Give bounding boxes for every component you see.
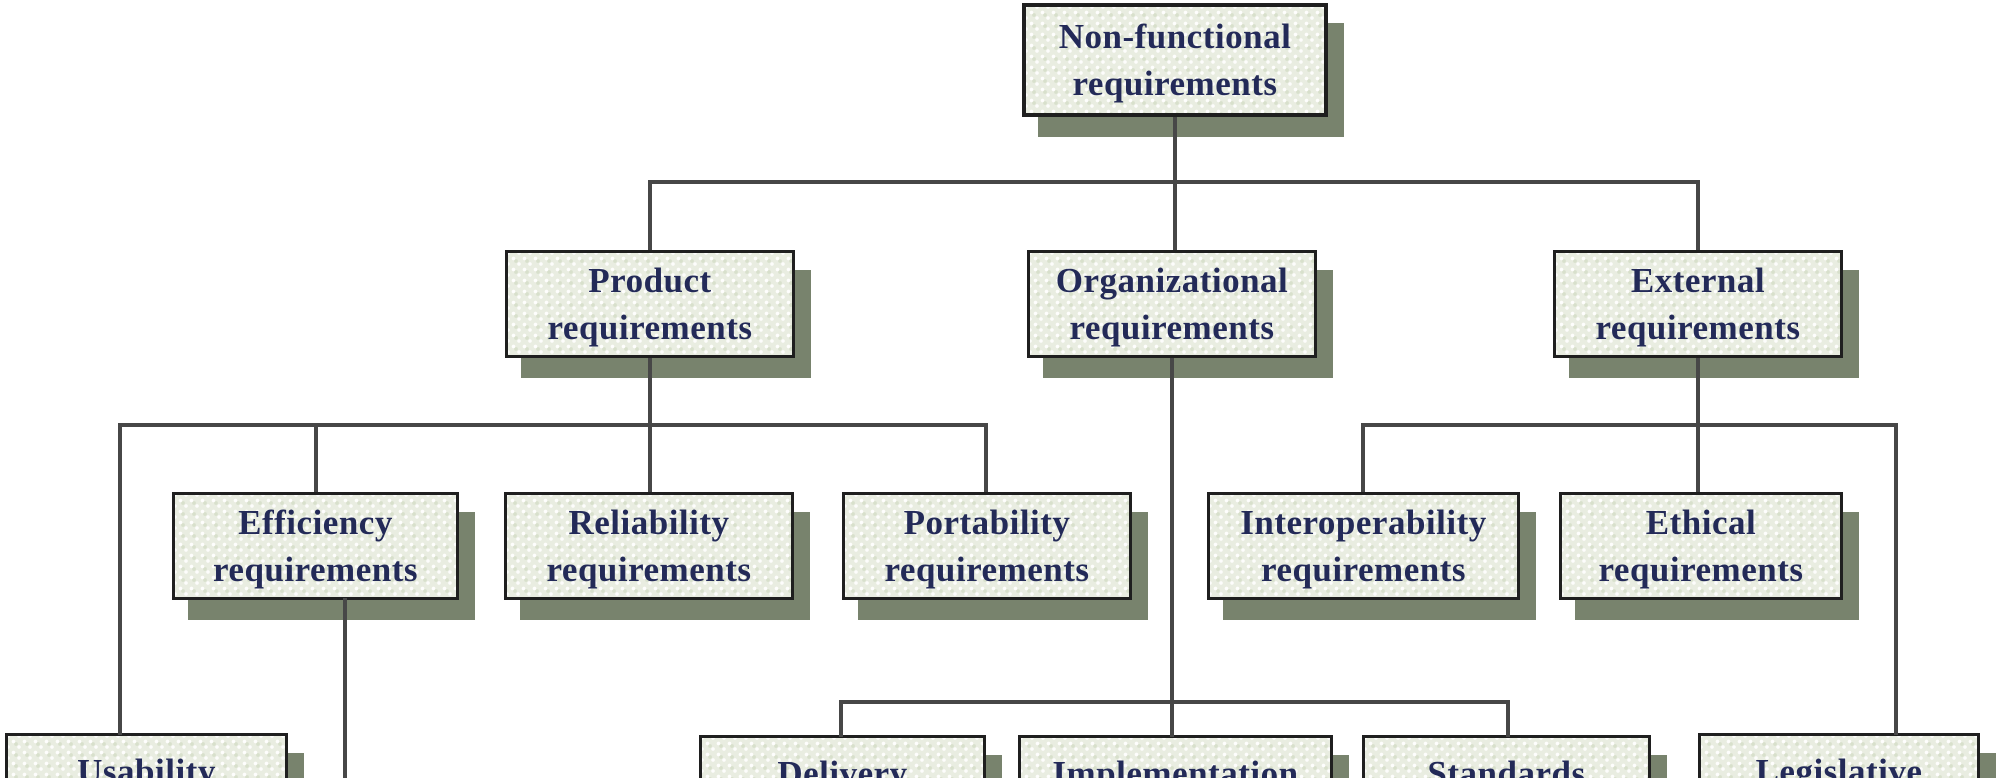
node-usability-requirements-box: Usability [5, 733, 288, 778]
node-label: requirements [1072, 64, 1278, 103]
node-interoperability-requirements-box: Interoperability requirements [1207, 492, 1520, 600]
node-implementation-requirements-box: Implementation [1018, 735, 1333, 778]
node-label: requirements [1598, 550, 1804, 589]
node-label: requirements [884, 550, 1090, 589]
node-ethical-requirements-box: Ethical requirements [1559, 492, 1843, 600]
connector-line [1696, 425, 1700, 492]
node-label: Portability [903, 503, 1071, 542]
node-label: Delivery [777, 754, 908, 778]
node-label: requirements [546, 550, 752, 589]
node-label: Interoperability [1240, 503, 1487, 542]
node-label: requirements [1261, 550, 1466, 589]
node-reliability-requirements-box: Reliability requirements [504, 492, 794, 600]
node-standards-requirements-box: Standards [1362, 735, 1651, 778]
node-efficiency-requirements-box: Efficiency requirements [172, 492, 459, 600]
connector-line [1894, 425, 1898, 735]
connector-line [118, 423, 988, 427]
node-label: External [1630, 261, 1766, 300]
node-label: Product [588, 261, 712, 300]
node-label: Efficiency [238, 503, 393, 542]
node-label: requirements [213, 550, 418, 589]
connector-line [1361, 423, 1898, 427]
connector-line [1170, 358, 1174, 702]
node-organizational-requirements-box: Organizational requirements [1027, 250, 1317, 358]
connector-line [1506, 702, 1510, 737]
connector-line [1696, 358, 1700, 425]
node-label: requirements [1595, 308, 1801, 347]
node-label: Reliability [568, 503, 730, 542]
connector-line [984, 425, 988, 492]
connector-line [839, 700, 1510, 704]
node-non-functional-requirements-box: Non-functional requirements [1022, 3, 1328, 117]
node-label: Ethical [1645, 503, 1757, 542]
connector-line [343, 598, 347, 778]
node-label: requirements [547, 308, 753, 347]
connector-line [648, 182, 652, 250]
connector-line [839, 702, 843, 737]
node-label: Non-functional [1058, 17, 1292, 56]
node-label: requirements [1069, 308, 1275, 347]
connector-line [1696, 182, 1700, 250]
node-label: Standards [1427, 754, 1586, 778]
node-external-requirements-box: External requirements [1553, 250, 1843, 358]
node-delivery-requirements-box: Delivery [699, 735, 986, 778]
node-label: Implementation [1052, 754, 1299, 778]
connector-line [648, 180, 1700, 184]
connector-line [1170, 702, 1174, 737]
node-label: Organizational [1055, 261, 1289, 300]
node-label: Legislative [1755, 752, 1923, 778]
node-portability-requirements-box: Portability requirements [842, 492, 1132, 600]
connector-line [314, 425, 318, 492]
connector-line [648, 358, 652, 425]
connector-line [648, 425, 652, 492]
connector-line [1361, 425, 1365, 492]
node-label: Usability [77, 752, 216, 778]
node-legislative-requirements-box: Legislative [1698, 733, 1980, 778]
connector-line [118, 425, 122, 735]
node-product-requirements-box: Product requirements [505, 250, 795, 358]
